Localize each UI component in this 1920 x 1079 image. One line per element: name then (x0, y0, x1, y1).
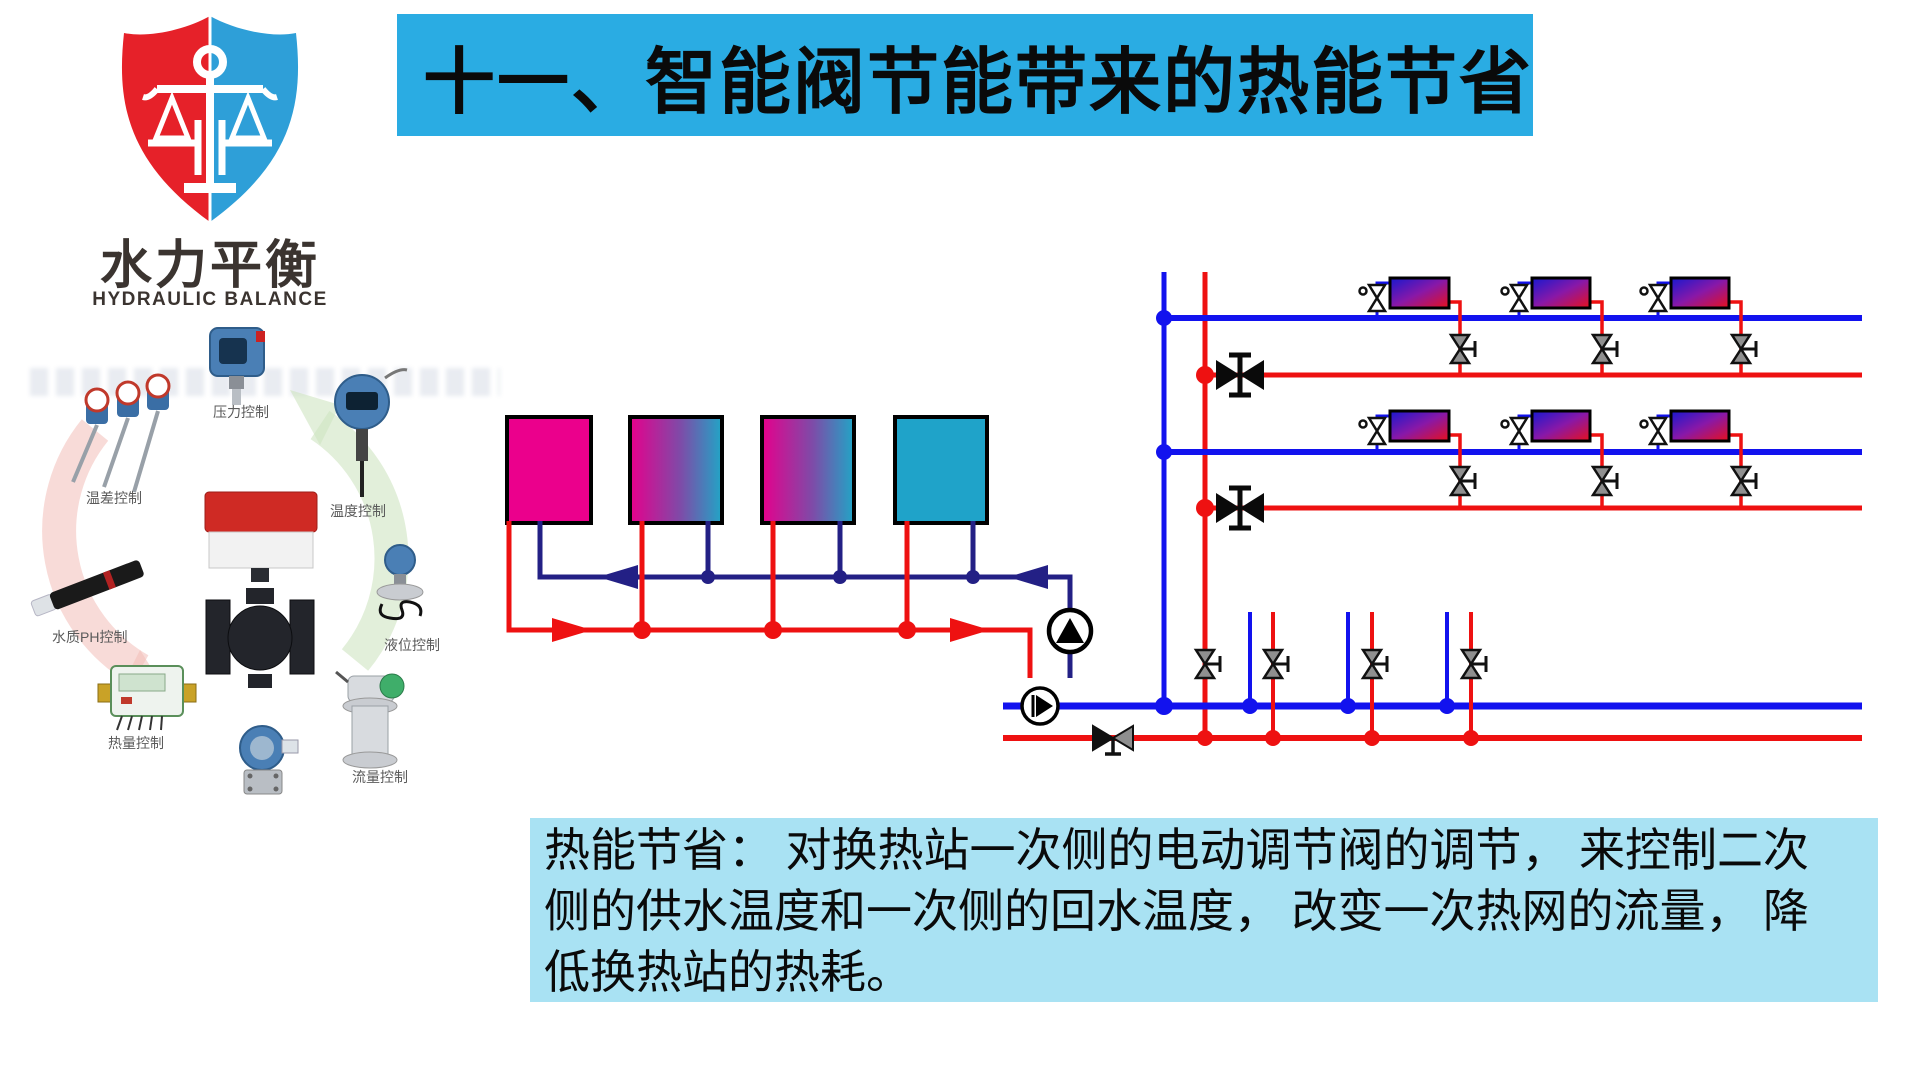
label-ph-control: 水质PH控制 (52, 629, 127, 645)
heat-exchanger-2 (628, 415, 724, 525)
secondary-supply-pipe (506, 521, 1033, 678)
description-line: 侧的供水温度和一次侧的回水温度， 改变一次热网的流量， 降 (544, 886, 1809, 937)
radiator (1669, 409, 1731, 443)
riser-valve-icon (1361, 648, 1389, 680)
motorized-valve-image (204, 491, 318, 688)
cycle-arrow-green (310, 410, 409, 671)
supply-flow-arrow (552, 618, 592, 642)
primary-network (1003, 272, 1862, 756)
label-temp-diff-control: 温差控制 (86, 490, 142, 506)
balancing-valve-icon (1449, 465, 1477, 497)
label-pressure-control: 压力控制 (213, 404, 269, 420)
thermostatic-valve-icon (1639, 416, 1668, 446)
riser-valve-icon (1194, 648, 1222, 680)
label-heat-control: 热量控制 (108, 735, 164, 751)
secondary-return-pipe (537, 521, 1073, 678)
product-cluster: 压力控制 温差控制 (30, 327, 440, 795)
logo-name-cn: 水力平衡 (99, 237, 320, 295)
thermostatic-valve-icon (1358, 416, 1387, 446)
riser-valve-icon (1460, 648, 1488, 680)
thermostatic-valve-icon (1639, 283, 1668, 313)
temperature-controller-image (334, 368, 408, 497)
page-title: 十一、智能阀节能带来的热能节省 (423, 42, 1534, 123)
balancing-valve-icon (1591, 465, 1619, 497)
logo-name-en: HYDRAULIC BALANCE (92, 289, 328, 310)
secondary-circuit (505, 415, 1091, 678)
branch-control-valve-icon (1216, 488, 1264, 528)
description-line: 热能节省： 对换热站一次侧的电动调节阀的调节， 来控制二次 (544, 825, 1809, 876)
pressure-transmitter-image (209, 327, 265, 405)
heat-exchanger-3 (760, 415, 856, 525)
balancing-valve-icon (1449, 333, 1477, 365)
radiator (1530, 409, 1592, 443)
radiator (1388, 276, 1451, 310)
level-transmitter-image (376, 544, 424, 621)
description-box: 热能节省： 对换热站一次侧的电动调节阀的调节， 来控制二次 侧的供水温度和一次侧… (530, 818, 1878, 1002)
supply-flow-arrow (950, 618, 990, 642)
balancing-valve-icon (1730, 333, 1758, 365)
primary-pump-icon (1020, 686, 1060, 726)
radiator (1530, 276, 1592, 310)
thermostatic-valve-icon (1500, 283, 1529, 313)
balancing-valve-icon (1730, 465, 1758, 497)
heat-meter-image (97, 665, 197, 731)
thermostatic-valve-icon (1500, 416, 1529, 446)
return-flow-arrow (598, 565, 638, 589)
return-flow-arrow (1008, 565, 1048, 589)
faint-watermark (30, 368, 500, 396)
balancing-valve-icon (1591, 333, 1619, 365)
radiator (1669, 276, 1731, 310)
label-level-control: 液位控制 (384, 637, 440, 653)
branch-control-valve-icon (1216, 355, 1264, 395)
riser-valve-icon (1262, 648, 1290, 680)
heat-exchanger-4 (893, 415, 989, 525)
radiator-row-1 (1358, 276, 1758, 375)
title-banner: 十一、智能阀节能带来的热能节省 (397, 14, 1533, 136)
scales-icon (142, 45, 278, 193)
ph-probe-image (30, 560, 144, 617)
description-line: 低换热站的热耗。 (544, 947, 912, 998)
shield-logo-icon (121, 16, 299, 222)
dp-transmitter-image (239, 725, 299, 795)
main-control-valve-icon (1091, 724, 1135, 756)
circulation-pump-icon (1049, 610, 1091, 652)
radiator-row-2 (1358, 409, 1758, 508)
company-logo: 水力平衡 HYDRAULIC BALANCE (60, 10, 360, 310)
radiator (1388, 409, 1451, 443)
flow-meter-image (335, 670, 405, 769)
temp-diff-sensors-image (71, 373, 171, 493)
cycle-arrow-red (42, 419, 149, 685)
heat-exchanger-1 (505, 415, 593, 525)
label-temperature-control: 温度控制 (330, 503, 386, 519)
label-flow-control: 流量控制 (352, 769, 408, 785)
thermostatic-valve-icon (1358, 283, 1387, 313)
